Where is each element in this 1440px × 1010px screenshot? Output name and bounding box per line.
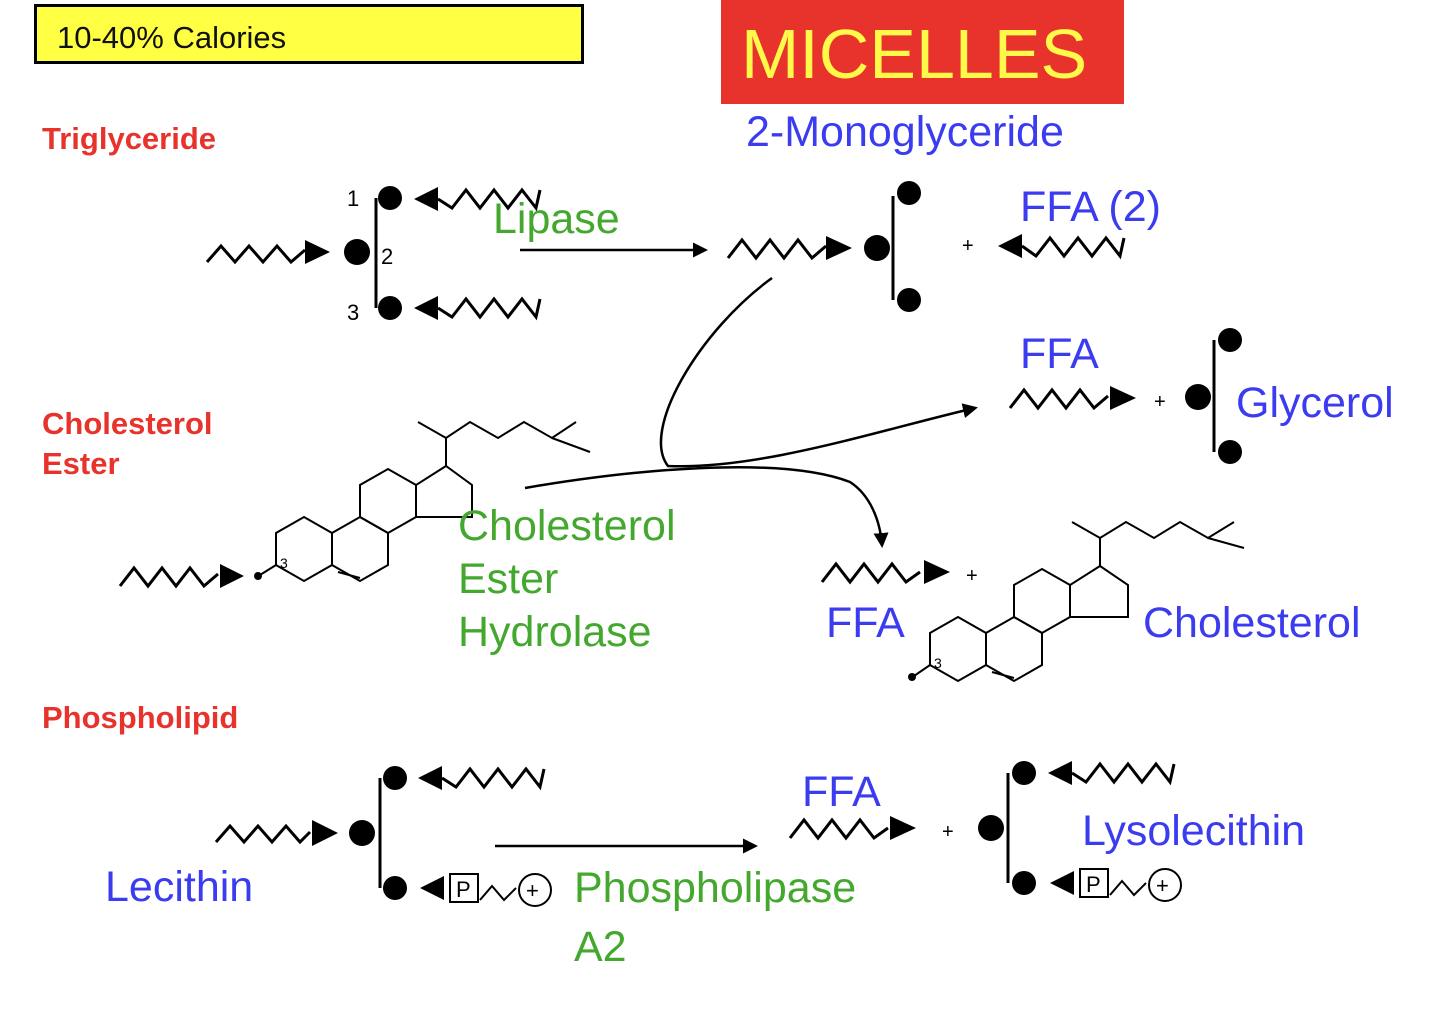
arrowhead [312,820,338,846]
ffa-glycerol-product: + [1008,328,1242,464]
cholesterol-molecule [913,520,1245,683]
svg-text:+: + [1154,391,1166,413]
glycerol-carbon [378,186,402,210]
positive-charge [1148,868,1182,902]
ffa-label-glycerol: FFA [1020,330,1099,378]
arrowhead [890,816,916,840]
fatty-acid-chain [1008,387,1109,411]
micelles-banner: MICELLES [721,0,1124,104]
arrowhead [998,234,1022,258]
glycerol-label: Glycerol [1236,379,1394,427]
svg-text:+: + [526,878,539,903]
phosphate-box [449,873,479,903]
pla2-label-line1: Phospholipase [574,864,857,912]
arrowhead [924,560,950,584]
pla2-label-line2: A2 [574,923,627,971]
lecithin-label: Lecithin [105,863,254,911]
svg-text:+: + [942,821,954,843]
calories-banner: 10-40% Calories [34,4,584,64]
arrowhead [420,876,444,900]
fatty-acid-chain [788,817,889,841]
positive-charge [518,873,552,907]
lysolecithin-label: Lysolecithin [1082,807,1306,855]
ffa-label-lysolecithin: FFA [802,768,881,816]
fatty-acid-chain [437,187,542,212]
arrowhead [826,236,852,260]
ceh-label-line2: Ester [458,555,559,603]
cholesterol-label: Cholesterol [1143,599,1361,647]
glycerol-carbon [378,296,402,320]
fatty-acid-chain [214,823,312,845]
ffa-label-cholesterol: FFA [826,599,905,647]
arrowhead [1050,871,1074,895]
cholesterol-ester-label-line2: Ester [42,446,120,481]
svg-text:+: + [1156,873,1169,898]
phosphate-box [1079,868,1109,898]
svg-text:+: + [962,235,974,257]
svg-text:+: + [966,565,978,587]
svg-text:P: P [456,877,471,902]
arrowhead [1110,386,1136,410]
calories-label: 10-40% Calories [57,20,287,55]
svg-text:3: 3 [280,555,288,571]
ffa2-label: FFA (2) [1020,183,1161,231]
arrowhead [418,766,442,790]
monoglyceride-molecule: + [726,181,1126,312]
phospholipid-label: Phospholipid [42,700,239,735]
position-2: 2 [381,244,393,269]
arrowhead [414,187,438,211]
fatty-acid-chain [726,237,827,261]
fatty-acid-chain [437,296,542,321]
fatty-acid-chain [1021,235,1126,260]
arrowhead [305,240,330,264]
ceh-label-line1: Cholesterol [458,502,676,550]
glycerol-carbon [344,239,370,265]
triglyceride-label: Triglyceride [42,121,217,156]
ceh-label-line3: Hydrolase [458,608,652,656]
fatty-acid-chain [820,561,921,585]
svg-text:P: P [1086,872,1101,897]
lipase-label: Lipase [493,195,620,243]
svg-text:3: 3 [934,655,942,671]
fatty-acid-chain [205,243,306,265]
arrowhead [1048,761,1072,785]
triglyceride-molecule [205,186,542,321]
position-1: 1 [347,186,359,211]
cholesterol-ester-molecule [259,420,591,583]
lysolecithin-molecule: P + [978,761,1182,902]
curved-arrow-to-glycerol [659,276,978,468]
cholesterol-ester-label-line1: Cholesterol [42,406,213,441]
micelles-title: MICELLES [741,15,1088,93]
curved-arrow-to-cholesterol [524,466,889,548]
fatty-acid-chain [441,766,546,791]
monoglyceride-label: 2-Monoglyceride [746,108,1064,156]
arrowhead [414,296,438,320]
fatty-acid-chain [118,565,219,589]
arrowhead [220,564,244,588]
position-3: 3 [347,300,359,325]
lecithin-molecule: P + [214,766,552,907]
fatty-acid-chain [1071,761,1176,786]
